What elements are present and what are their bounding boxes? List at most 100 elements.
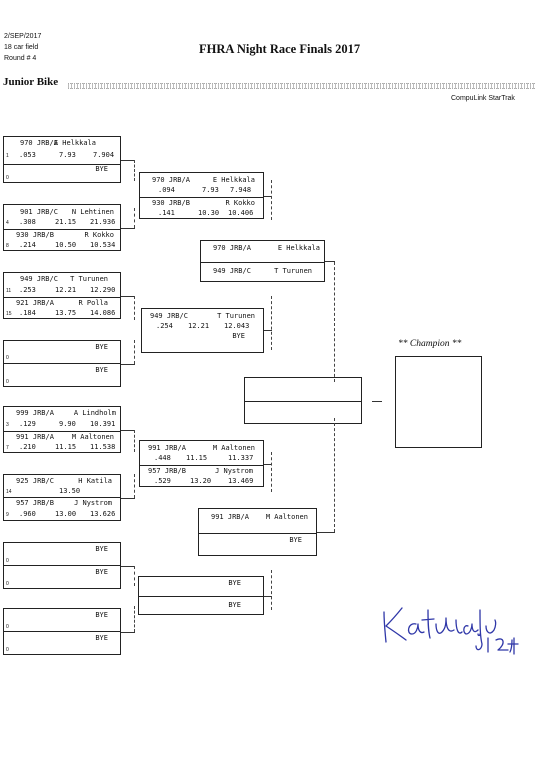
round1-match6: 925 JRB/C H Katila 14 13.50 957 JRB/B J …	[3, 474, 121, 521]
bye-label: BYE	[95, 366, 108, 374]
lane-number: 0	[6, 581, 9, 587]
round1-match3: 949 JRB/C T Turunen 11 .253 12.21 12.290…	[3, 272, 121, 319]
connector-line	[121, 430, 135, 431]
connector-line	[271, 452, 272, 492]
connector-line	[264, 330, 272, 331]
round1-match1: 970 JRB/A E Helkkala 1 .053 7.93 7.904 B…	[3, 136, 121, 183]
car-number: 957 JRB/B	[148, 467, 186, 475]
round3-match2-slot-b: BYE	[199, 533, 316, 555]
connector-line	[134, 208, 135, 228]
connector-line	[121, 498, 135, 499]
round1-match1-slot-a: 970 JRB/A E Helkkala 1 .053 7.93 7.904	[4, 137, 120, 164]
lane-number: 0	[6, 624, 9, 630]
elapsed-time: 11.15	[55, 443, 77, 451]
car-number: 901 JRB/C	[20, 208, 58, 216]
lane-number: 15	[6, 311, 12, 317]
round1-match5: 999 JRB/A A Lindholm 3 .129 9.90 10.391 …	[3, 406, 121, 453]
lane-number: 3	[6, 422, 9, 428]
connector-line	[121, 296, 135, 297]
connector-line	[134, 340, 135, 364]
car-number: 970 JRB/A	[213, 244, 251, 252]
champion-label: ** Champion **	[398, 339, 462, 349]
car-number: 925 JRB/C	[16, 477, 54, 485]
elapsed-time: 13.20	[190, 477, 212, 485]
round1-match6-slot-a: 925 JRB/C H Katila 14 13.50	[4, 475, 120, 497]
bye-label: BYE	[228, 579, 241, 587]
round-number: Round # 4	[4, 55, 37, 62]
round2-match1-slot-b: 930 JRB/B R Kokko .141 10.30 10.406	[140, 197, 263, 218]
lane-number: 11	[6, 288, 12, 294]
reaction-time: .129	[19, 420, 36, 428]
car-number: 930 JRB/B	[152, 199, 190, 207]
connector-line	[134, 296, 135, 320]
connector-line	[134, 474, 135, 498]
round1-match5-slot-a: 999 JRB/A A Lindholm 3 .129 9.90 10.391	[4, 407, 120, 431]
reaction-time: .253	[19, 286, 36, 294]
class-name: Junior Bike	[3, 76, 59, 88]
connector-line	[121, 566, 135, 567]
field-size: 18 car field	[4, 44, 39, 51]
reaction-time: .214	[19, 241, 36, 249]
handwritten-signature	[383, 607, 519, 655]
bye-label: BYE	[95, 634, 108, 642]
bye-label: BYE	[289, 536, 302, 544]
lane-number: 9	[6, 512, 9, 518]
round1-match2: 901 JRB/C N Lehtinen 4 .308 21.15 21.936…	[3, 204, 121, 251]
round1-match7: BYE 0 BYE 0	[3, 542, 121, 589]
reaction-time: .184	[19, 309, 36, 317]
round2-match1-slot-a: 970 JRB/A E Helkkala .094 7.93 7.948	[140, 173, 263, 197]
connector-line	[121, 228, 135, 229]
reaction-time: .960	[19, 510, 36, 518]
car-number: 921 JRB/A	[16, 299, 54, 307]
round3-match2: 991 JRB/A M Aaltonen BYE	[198, 508, 317, 556]
final-match	[244, 377, 362, 424]
connector-line	[271, 570, 272, 610]
round2-match2-slot-b: BYE	[142, 332, 263, 352]
driver-name: T Turunen	[70, 275, 108, 283]
total-time: 7.904	[93, 151, 115, 159]
total-time: 21.936	[90, 218, 116, 226]
final-slot-a	[245, 378, 361, 401]
car-number: 949 JRB/C	[150, 312, 188, 320]
driver-name: E Helkkala	[277, 244, 320, 252]
connector-line	[134, 160, 135, 181]
lane-number: 0	[6, 175, 9, 181]
round1-match7-slot-a: BYE 0	[4, 543, 120, 565]
round2-match4: BYE BYE	[138, 576, 264, 615]
car-number: 999 JRB/A	[16, 409, 54, 417]
connector-line	[121, 160, 135, 161]
round2-match3-slot-b: 957 JRB/B J Nystrom .529 13.20 13.469	[140, 465, 263, 486]
driver-name: A Lindholm	[73, 409, 116, 417]
driver-name: E Helkkala	[212, 176, 255, 184]
connector-line	[121, 364, 135, 365]
elapsed-time: 13.75	[55, 309, 77, 317]
car-number: 949 JRB/C	[20, 275, 58, 283]
round1-match2-slot-a: 901 JRB/C N Lehtinen 4 .308 21.15 21.936	[4, 205, 120, 229]
driver-name: T Turunen	[274, 267, 312, 275]
lane-number: 0	[6, 558, 9, 564]
page-title: FHRA Night Race Finals 2017	[199, 42, 361, 56]
round1-match3-slot-b: 921 JRB/A R Polla 15 .184 13.75 14.086	[4, 297, 120, 318]
car-number: 970 JRB/A	[152, 176, 190, 184]
bye-label: BYE	[95, 165, 108, 173]
round1-match6-slot-b: 957 JRB/B J Nystrom 9 .960 13.00 13.626	[4, 497, 120, 520]
bye-label: BYE	[95, 545, 108, 553]
total-time: 14.086	[90, 309, 116, 317]
bye-label: BYE	[232, 332, 245, 340]
round2-match3: 991 JRB/A M Aaltonen .448 11.15 11.337 9…	[139, 440, 264, 487]
elapsed-time: 21.15	[55, 218, 77, 226]
driver-name: R Polla	[78, 299, 108, 307]
driver-name: M Aaltonen	[212, 444, 255, 452]
elapsed-time: 7.93	[59, 151, 76, 159]
reaction-time: .529	[154, 477, 171, 485]
connector-line	[264, 464, 272, 465]
round1-match4-slot-a: BYE 0	[4, 341, 120, 363]
reaction-time: .308	[19, 218, 36, 226]
driver-name: M Aaltonen	[265, 513, 308, 521]
total-time: 12.043	[224, 322, 250, 330]
connector-line	[134, 606, 135, 632]
driver-name: R Kokko	[225, 199, 255, 207]
round1-match4-slot-b: BYE 0	[4, 363, 120, 386]
lane-number: 1	[6, 153, 9, 159]
round1-match3-slot-a: 949 JRB/C T Turunen 11 .253 12.21 12.290	[4, 273, 120, 297]
